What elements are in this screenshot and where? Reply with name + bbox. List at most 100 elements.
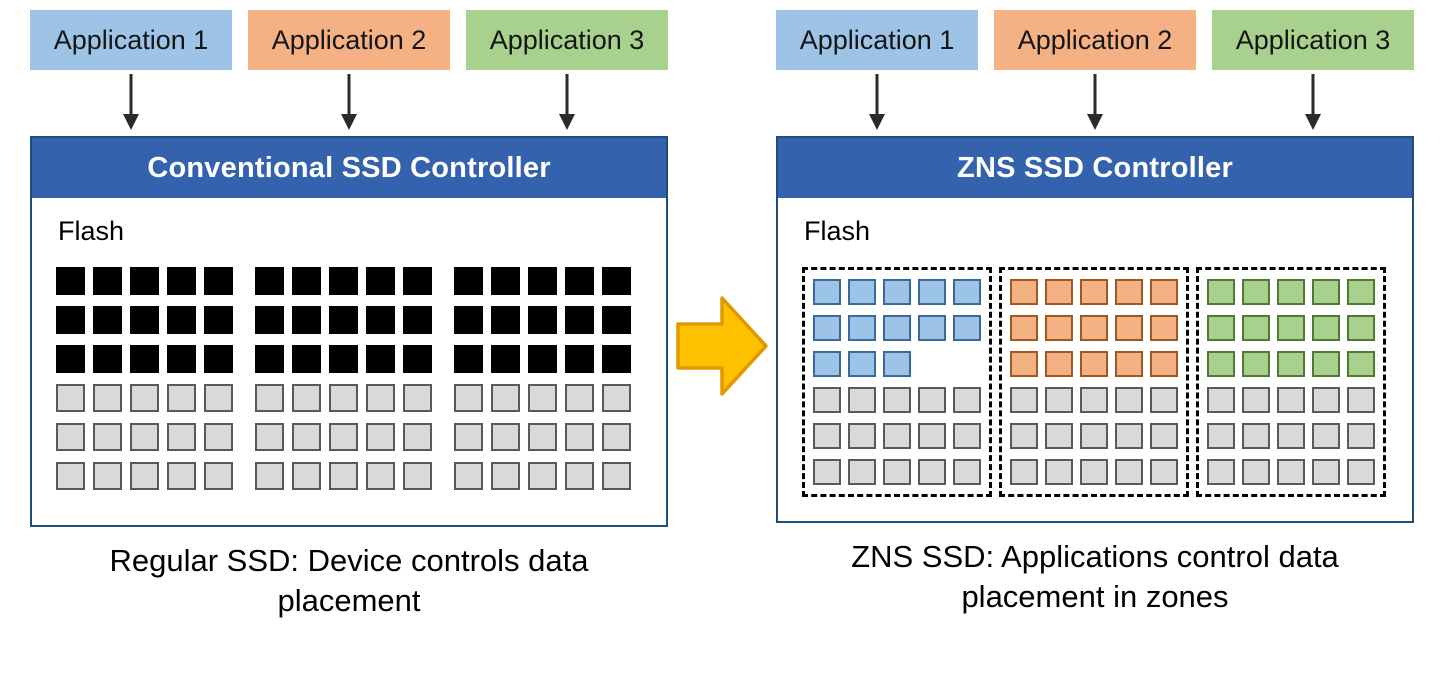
flash-cell-free [813,459,841,485]
flash-cell-filled [93,267,122,295]
down-arrow-slot [248,72,450,136]
flash-row [813,351,981,377]
down-arrow-slot [994,72,1196,136]
flash-row [56,384,642,412]
flash-cell-free [1010,459,1038,485]
flash-cell-filled [491,306,520,334]
flash-cell-green [1347,315,1375,341]
zone-green [1196,267,1386,497]
flash-cell-free [602,462,631,490]
left-down-arrows [30,72,668,136]
flash-cell-free [528,462,557,490]
left-apps-row: Application 1 Application 2 Application … [30,10,668,70]
flash-cell-filled [130,306,159,334]
flash-row [1207,351,1375,377]
flash-cell-free [1080,387,1108,413]
flash-cell-free [565,384,594,412]
zone-orange [999,267,1189,497]
flash-cell-free [1207,387,1235,413]
flash-group [454,462,631,490]
flash-cell-free [883,459,911,485]
flash-row [813,387,981,413]
flash-cell-filled [93,306,122,334]
flash-cell-free [565,423,594,451]
zns-controller-header: ZNS SSD Controller [778,138,1412,198]
flash-cell-free [1347,459,1375,485]
flash-row [1207,315,1375,341]
flash-cell-free [454,384,483,412]
flash-cell-free [491,423,520,451]
application-1-label: Application 1 [53,24,209,55]
flash-row [1010,387,1178,413]
down-arrow-icon [559,74,575,130]
flash-cell-free [1347,387,1375,413]
flash-cell-free [1277,387,1305,413]
flash-cell-blue [813,279,841,305]
down-arrow-slot [1212,72,1414,136]
flash-cell-free [255,423,284,451]
flash-cell-free [1312,387,1340,413]
flash-row [813,423,981,449]
flash-cell-filled [292,267,321,295]
flash-row [1207,459,1375,485]
flash-row [1010,279,1178,305]
flash-cell-green [1347,351,1375,377]
flash-cell-free [1045,423,1073,449]
zns-controller-box: ZNS SSD Controller Flash [776,136,1414,523]
flash-cell-free [848,387,876,413]
flash-cell-free [292,384,321,412]
flash-cell-orange [1010,351,1038,377]
flash-cell-filled [454,306,483,334]
flash-cell-filled [366,306,395,334]
ssd-comparison-diagram: Application 1 Application 2 Application … [30,10,1414,618]
flash-cell-blue [883,351,911,377]
flash-cell-filled [491,345,520,373]
flash-cell-free [1045,387,1073,413]
flash-group [255,462,432,490]
flash-cell-free [204,384,233,412]
flash-row [56,306,642,334]
flash-cell-filled [454,345,483,373]
flash-row [1207,279,1375,305]
right-flash-zones [802,267,1388,497]
flash-cell-filled [56,345,85,373]
flash-cell-filled [167,345,196,373]
flash-cell-filled [565,345,594,373]
flash-cell-free [883,423,911,449]
application-2-box: Application 2 [994,10,1196,70]
flash-cell-filled [403,306,432,334]
flash-cell-filled [255,306,284,334]
flash-cell-free [491,462,520,490]
flash-row [1010,423,1178,449]
flash-group [255,423,432,451]
application-1-label: Application 1 [799,24,955,55]
flash-cell-free [454,423,483,451]
down-arrow-slot [466,72,668,136]
application-1-box: Application 1 [776,10,978,70]
flash-group [56,384,233,412]
flash-cell-free [255,384,284,412]
flash-cell-filled [602,267,631,295]
flash-row [56,267,642,295]
flash-row [1207,387,1375,413]
flash-cell-free [1207,459,1235,485]
application-3-label: Application 3 [489,24,645,55]
flash-cell-blue [918,279,946,305]
flash-cell-filled [366,345,395,373]
flash-row [1010,351,1178,377]
flash-cell-free [167,384,196,412]
flash-group [255,306,432,334]
flash-cell-filled [292,306,321,334]
flash-cell-orange [1080,351,1108,377]
flash-cell-free [602,423,631,451]
flash-cell-filled [366,267,395,295]
flash-cell-free [1312,423,1340,449]
flash-cell-free [953,459,981,485]
flash-group [454,423,631,451]
flash-cell-filled [255,267,284,295]
flash-cell-free [918,459,946,485]
flash-cell-green [1207,315,1235,341]
flash-row [813,279,981,305]
application-3-box: Application 3 [1212,10,1414,70]
flash-cell-free [329,384,358,412]
